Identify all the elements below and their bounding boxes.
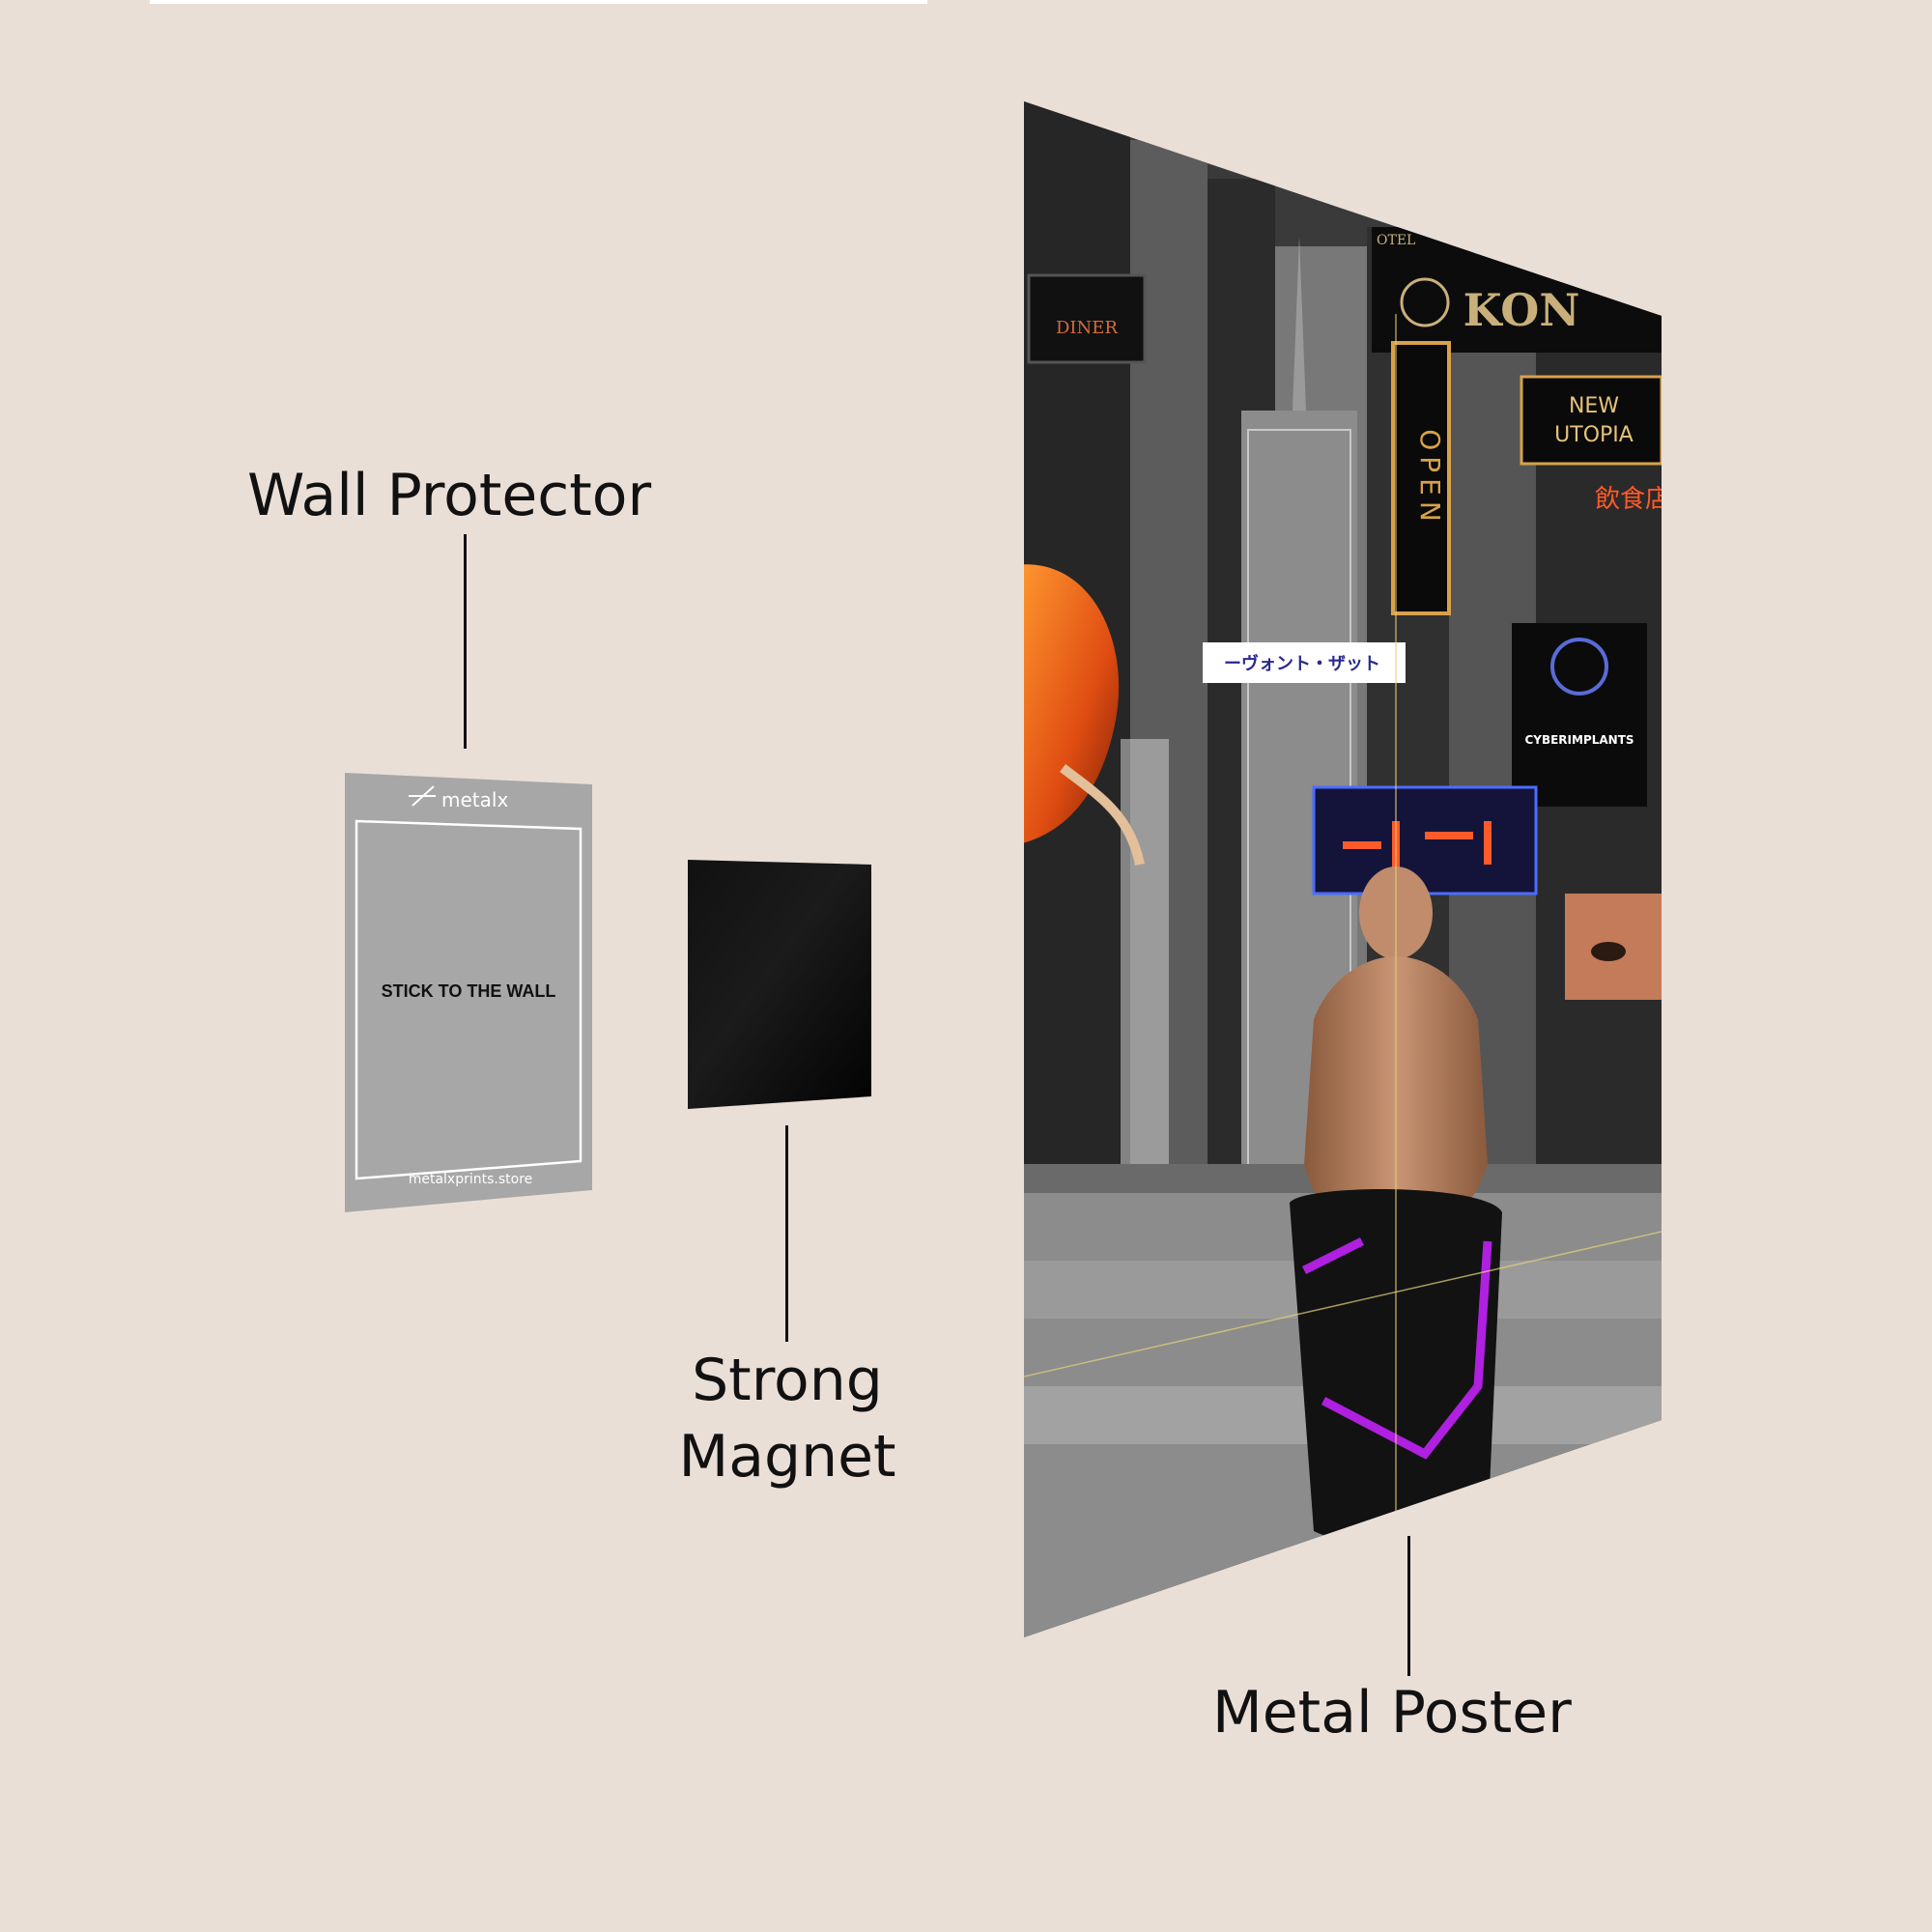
sign-hotel: OTEL bbox=[1377, 233, 1415, 248]
metal-poster-leader-line bbox=[1407, 1536, 1410, 1676]
strong-magnet-label-line2: Magnet bbox=[678, 1423, 896, 1491]
sign-new: NEW bbox=[1569, 394, 1619, 418]
eye-graphic bbox=[1591, 942, 1626, 961]
wall-protector-border bbox=[355, 819, 582, 1180]
top-strip bbox=[150, 0, 927, 4]
strong-magnet-label-line1: Strong bbox=[692, 1347, 883, 1414]
wall-protector-label: Wall Protector bbox=[247, 462, 652, 529]
koi-fin bbox=[1060, 763, 1145, 867]
sign-katakana-board bbox=[1203, 642, 1406, 683]
wall-protector-card: metalx STICK TO THE WALL metalxprints.st… bbox=[345, 773, 592, 1212]
wall-protector-website: metalxprints.store bbox=[409, 1172, 533, 1187]
strong-magnet bbox=[688, 860, 871, 1109]
sign-utopia-board bbox=[1520, 375, 1662, 466]
sign-open-board bbox=[1391, 341, 1451, 615]
wall-protector-sheet bbox=[345, 773, 592, 1212]
guide-line-horizontal bbox=[1024, 1231, 1662, 1378]
sign-diner-board bbox=[1027, 273, 1147, 364]
strong-magnet-label: Strong Magnet bbox=[618, 1343, 956, 1495]
magnet-plate bbox=[688, 860, 871, 1109]
tower-spire bbox=[1293, 237, 1306, 411]
strong-magnet-leader-line bbox=[785, 1125, 788, 1342]
metal-poster-label: Metal Poster bbox=[1212, 1679, 1572, 1747]
wall-protector-brand: metalx bbox=[441, 788, 508, 811]
sign-cyberimplants: CYBERIMPLANTS bbox=[1524, 733, 1634, 747]
figure-neon-stripes bbox=[1301, 1236, 1492, 1460]
wall-protector-instruction: STICK TO THE WALL bbox=[382, 981, 556, 1001]
koi-fish bbox=[1024, 564, 1120, 845]
gear-icon bbox=[1550, 638, 1608, 696]
sign-cyber-board bbox=[1512, 623, 1647, 807]
sign-kon: KON bbox=[1463, 284, 1580, 336]
sign-kanji: 飲食店 bbox=[1595, 485, 1662, 514]
sign-katakana: ーヴォント・ザット bbox=[1224, 653, 1380, 674]
wall-protector-leader-line bbox=[464, 534, 467, 749]
sign-emblem-icon bbox=[1400, 277, 1450, 327]
metalx-logo-icon bbox=[409, 785, 436, 807]
metal-poster: DINER OTEL KON OPEN NEW UTOPIA 飲食店 ーヴォント… bbox=[1024, 101, 1662, 1637]
sign-open: OPEN bbox=[1414, 429, 1446, 527]
sign-diner: DINER bbox=[1056, 318, 1118, 338]
sign-utopia: UTOPIA bbox=[1554, 423, 1634, 447]
sign-neon-kanji-board bbox=[1312, 785, 1538, 895]
